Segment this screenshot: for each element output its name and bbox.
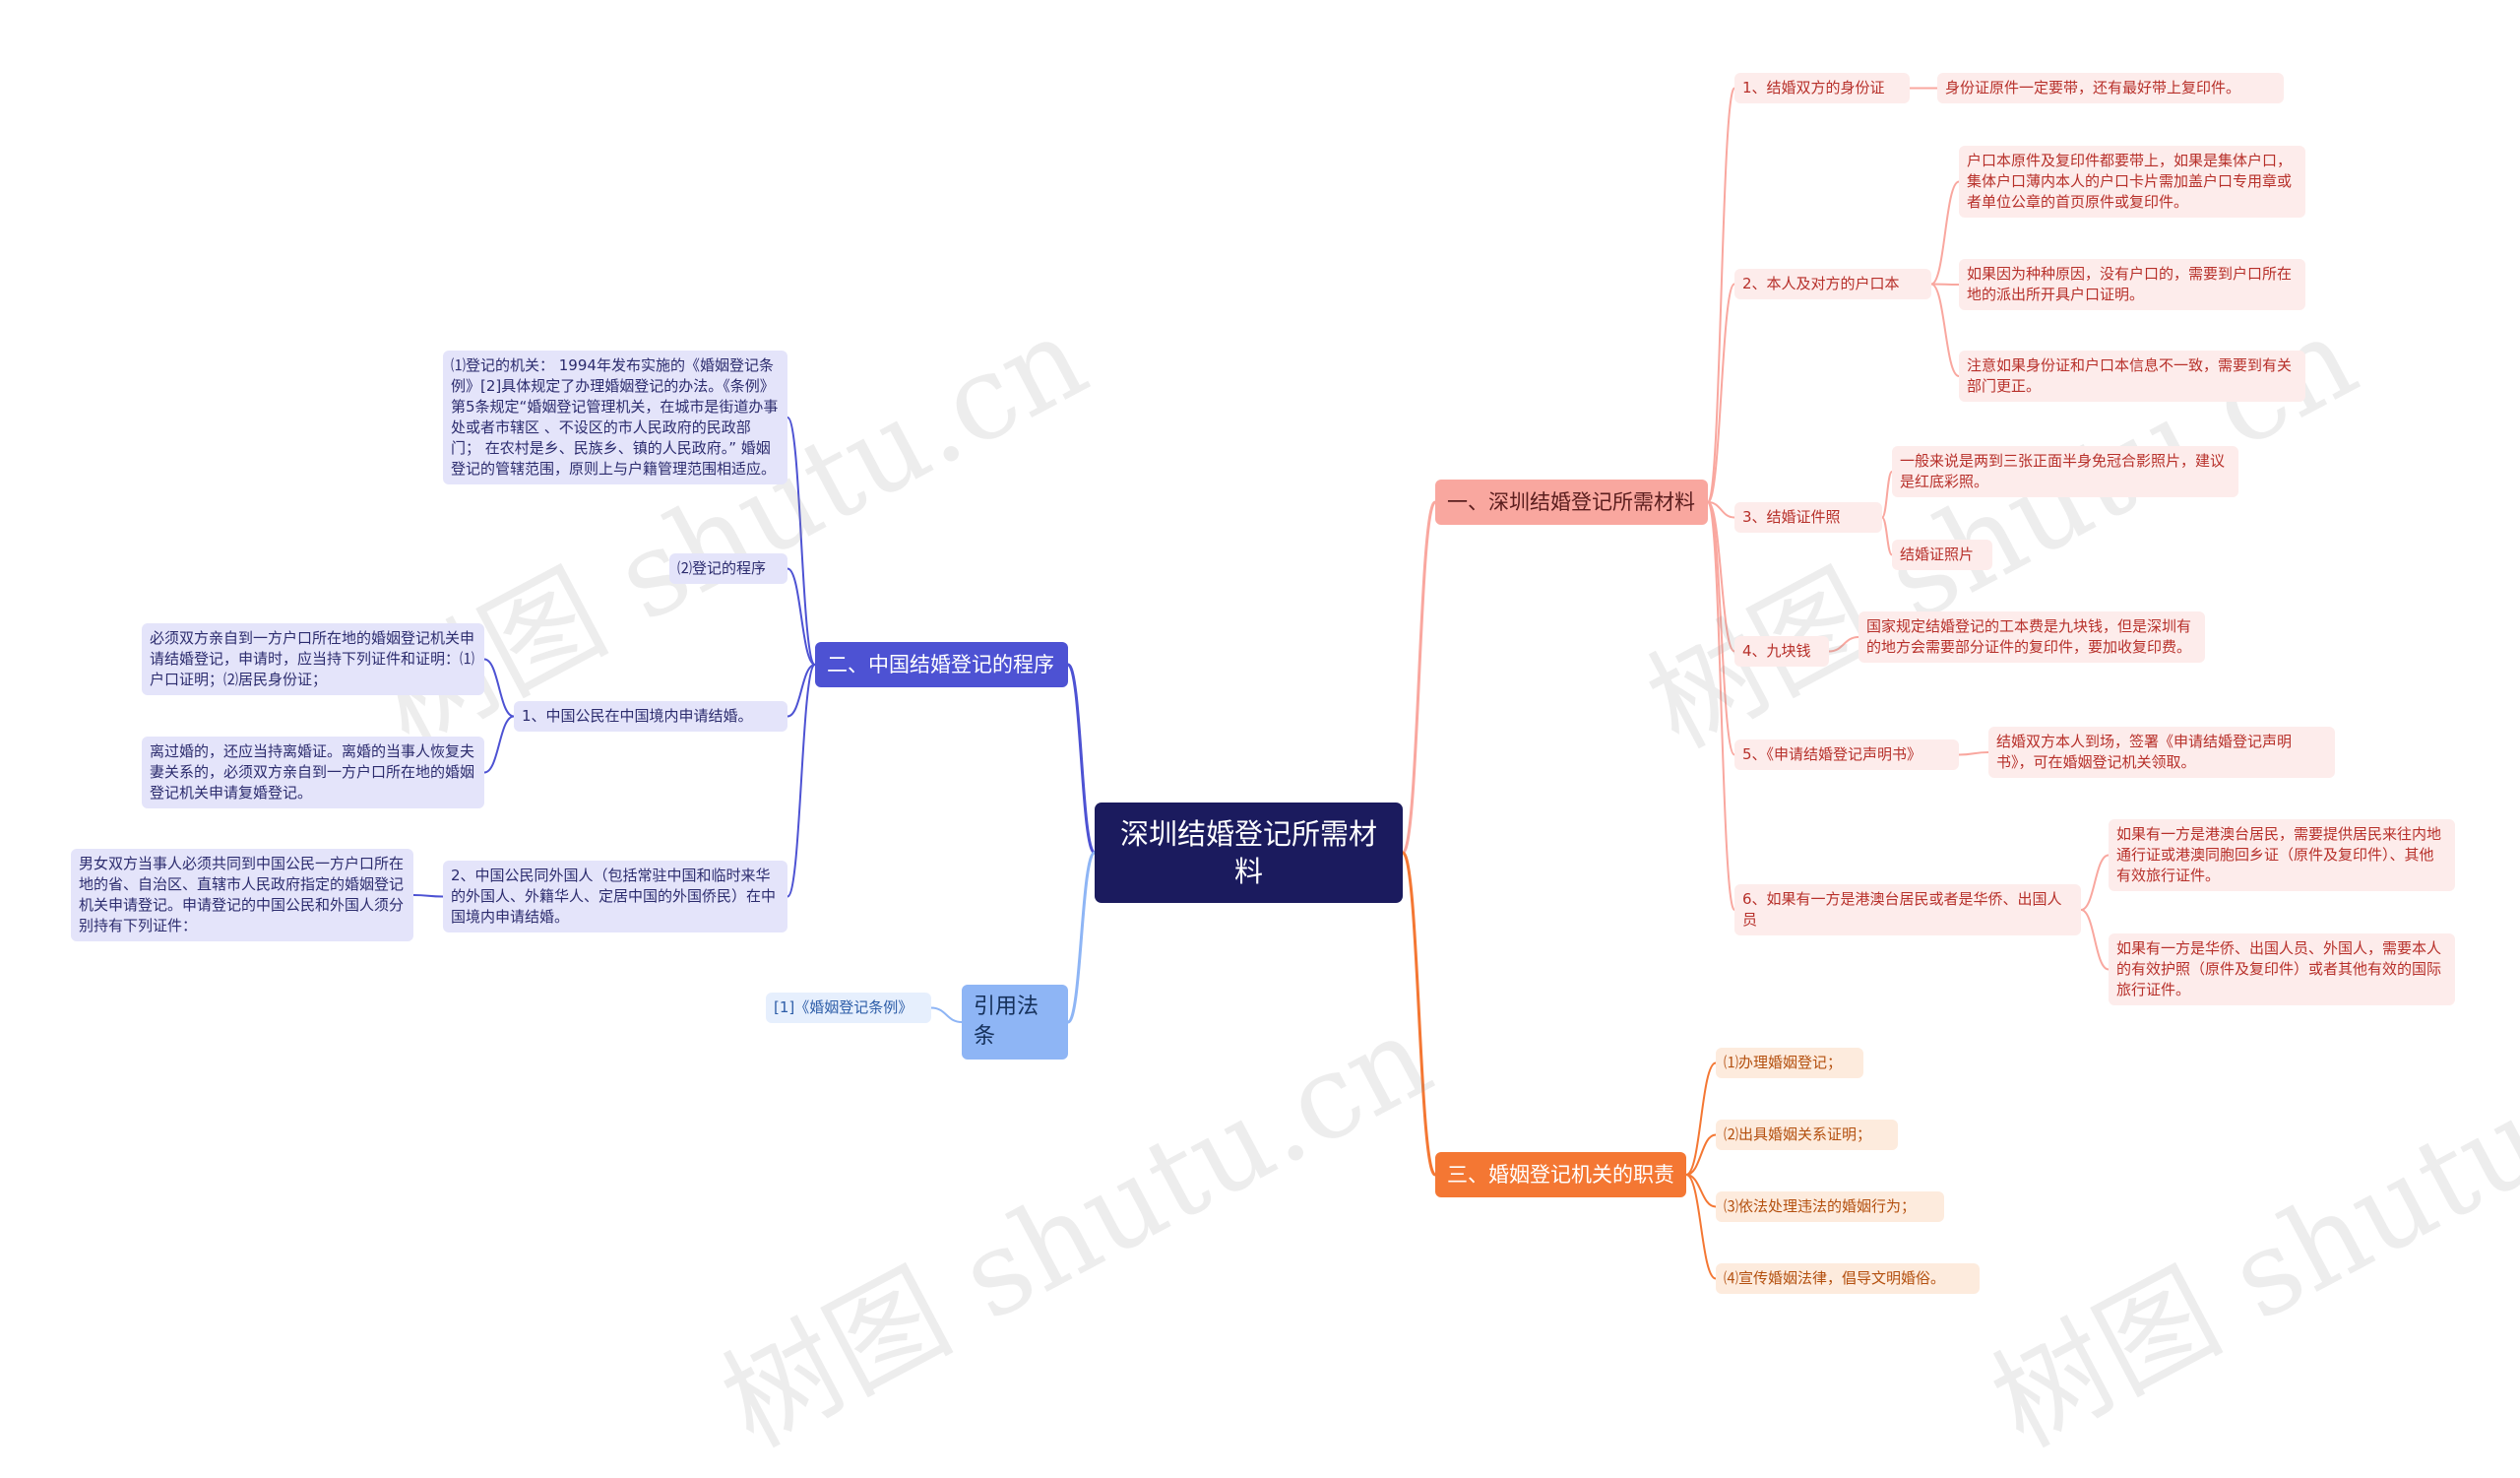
connector-line — [1881, 471, 1893, 519]
materials-item-fee[interactable]: 4、九块钱 — [1734, 636, 1829, 667]
branch-procedure[interactable]: 二、中国结婚登记的程序 — [815, 642, 1068, 687]
root-node[interactable]: 深圳结婚登记所需材料 — [1095, 803, 1403, 903]
connector-line — [2080, 854, 2110, 911]
connector-line — [1707, 501, 1735, 756]
connector-line — [1401, 500, 1437, 855]
connector-line — [1958, 751, 1989, 756]
duty-item[interactable]: ⑴办理婚姻登记； — [1716, 1048, 1863, 1078]
connector-line — [2080, 909, 2110, 971]
connector-line — [1930, 283, 1960, 286]
branch-duties[interactable]: 三、婚姻登记机关的职责 — [1435, 1152, 1686, 1197]
materials-item-photo[interactable]: 3、结婚证件照 — [1734, 502, 1882, 533]
connector-line — [1066, 663, 1097, 855]
materials-detail[interactable]: 结婚双方本人到场，签署《申请结婚登记声明书》，可在婚姻登记机关领取。 — [1988, 727, 2335, 778]
materials-item-id-card[interactable]: 1、结婚双方的身份证 — [1734, 73, 1910, 103]
branch-materials[interactable]: 一、深圳结婚登记所需材料 — [1435, 480, 1708, 525]
procedure-detail[interactable]: 男女双方当事人必须共同到中国公民一方户口所在地的省、自治区、直辖市人民政府指定的… — [71, 849, 413, 941]
materials-detail[interactable]: 注意如果身份证和户口本信息不一致，需要到有关部门更正。 — [1959, 351, 2305, 402]
connector-line — [930, 1006, 963, 1023]
connector-line — [412, 894, 444, 898]
materials-detail[interactable]: 户口本原件及复印件都要带上，如果是集体户口，集体户口薄内本人的户口卡片需加盖户口… — [1959, 146, 2305, 218]
connector-lines — [412, 87, 2110, 1280]
connector-line — [1707, 87, 1735, 503]
procedure-item-foreign[interactable]: 2、中国公民同外国人（包括常驻中国和临时来华的外国人、外籍华人、定居中国的外国侨… — [443, 861, 788, 932]
materials-detail[interactable]: 如果有一方是华侨、出国人员、外国人，需要本人的有效护照（原件及复印件）或者其他有… — [2109, 933, 2455, 1005]
connector-line — [1881, 516, 1893, 556]
materials-item-overseas[interactable]: 6、如果有一方是港澳台居民或者是华侨、出国人员 — [1734, 884, 2081, 935]
materials-detail[interactable]: 一般来说是两到三张正面半身免冠合影照片，建议是红底彩照。 — [1892, 446, 2238, 497]
duty-item[interactable]: ⑵出具婚姻关系证明； — [1716, 1120, 1898, 1150]
connector-line — [1401, 851, 1437, 1177]
materials-item-household-register[interactable]: 2、本人及对方的户口本 — [1734, 269, 1931, 299]
materials-detail[interactable]: 结婚证照片 — [1892, 540, 1992, 570]
procedure-detail[interactable]: 必须双方亲自到一方户口所在地的婚姻登记机关申请结婚登记，申请时，应当持下列证件和… — [142, 623, 484, 695]
connector-line — [483, 658, 515, 718]
materials-item-declaration[interactable]: 5、《申请结婚登记声明书》 — [1734, 739, 1959, 770]
procedure-detail[interactable]: 离过婚的，还应当持离婚证。离婚的当事人恢复夫妻关系的，必须双方亲自到一方户口所在… — [142, 737, 484, 808]
connector-line — [787, 567, 816, 666]
connector-line — [1828, 636, 1859, 653]
connector-line — [1707, 501, 1735, 519]
connector-line — [1685, 1133, 1717, 1176]
duty-item[interactable]: ⑷宣传婚姻法律，倡导文明婚俗。 — [1716, 1263, 1980, 1294]
connector-line — [787, 664, 816, 898]
materials-detail[interactable]: 国家规定结婚登记的工本费是九块钱，但是深圳有的地方会需要部分证件的复印件，要加收… — [1858, 611, 2205, 663]
connector-line — [1930, 283, 1960, 377]
procedure-item-authority[interactable]: ⑴登记的机关： 1994年发布实施的《婚姻登记条例》[2]具体规定了办理婚姻登记… — [443, 351, 788, 484]
connector-line — [787, 417, 816, 666]
duty-item[interactable]: ⑶依法处理违法的婚姻行为； — [1716, 1191, 1944, 1222]
connector-line — [1930, 180, 1960, 286]
connector-line — [1685, 1061, 1717, 1176]
procedure-item-steps[interactable]: ⑵登记的程序 — [669, 553, 788, 584]
connector-line — [1707, 501, 1735, 911]
procedure-item-domestic[interactable]: 1、中国公民在中国境内申请结婚。 — [514, 701, 788, 732]
materials-detail[interactable]: 如果因为种种原因，没有户口的，需要到户口所在地的派出所开具户口证明。 — [1959, 259, 2305, 310]
law-reference[interactable]: [1]《婚姻登记条例》 — [766, 993, 931, 1023]
connector-line — [1707, 283, 1735, 503]
materials-detail[interactable]: 如果有一方是港澳台居民，需要提供居民来往内地通行证或港澳同胞回乡证（原件及复印件… — [2109, 819, 2455, 891]
connector-line — [1707, 501, 1735, 653]
connector-line — [483, 715, 515, 774]
connector-line — [1685, 1174, 1717, 1280]
connector-line — [787, 664, 816, 718]
connector-line — [1066, 851, 1097, 1024]
materials-detail[interactable]: 身份证原件一定要带，还有最好带上复印件。 — [1937, 73, 2284, 103]
branch-law[interactable]: 引用法条 — [962, 985, 1068, 1060]
